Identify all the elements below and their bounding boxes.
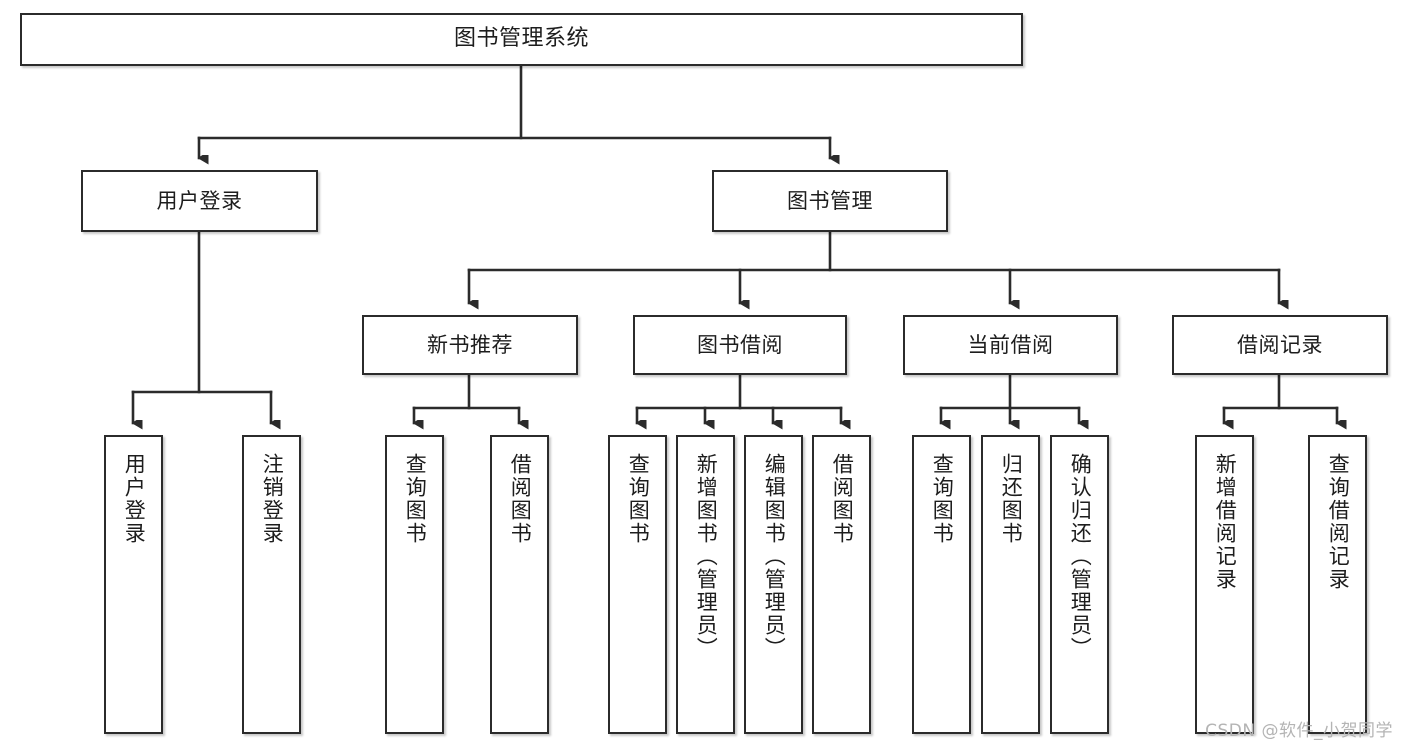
node-leaf-add-borrow-record[interactable]: 新增借阅记录	[1195, 435, 1254, 734]
node-label: 用户登录	[122, 453, 147, 545]
node-current-borrowing[interactable]: 当前借阅	[903, 315, 1118, 375]
node-leaf-edit-book-admin[interactable]: 编辑图书（管理员）	[744, 435, 803, 734]
node-book-borrowing[interactable]: 图书借阅	[633, 315, 847, 375]
node-leaf-borrow-book-newbook[interactable]: 借阅图书	[490, 435, 549, 734]
node-leaf-query-borrow-record[interactable]: 查询借阅记录	[1308, 435, 1367, 734]
node-label: 确认归还（管理员）	[1068, 453, 1093, 660]
node-leaf-query-book-borrowing[interactable]: 查询图书	[608, 435, 667, 734]
node-label: 新增借阅记录	[1213, 453, 1238, 591]
node-borrowing-record[interactable]: 借阅记录	[1172, 315, 1388, 375]
node-label: 新书推荐	[427, 332, 513, 357]
node-label: 图书管理	[787, 188, 873, 213]
node-label: 图书借阅	[697, 332, 783, 357]
node-leaf-query-book-newbook[interactable]: 查询图书	[385, 435, 444, 734]
node-user-login[interactable]: 用户登录	[81, 170, 318, 232]
node-label: 借阅记录	[1237, 332, 1323, 357]
node-label: 查询图书	[930, 453, 955, 545]
node-label: 归还图书	[999, 453, 1024, 545]
node-leaf-confirm-return-admin[interactable]: 确认归还（管理员）	[1050, 435, 1109, 734]
node-label: 当前借阅	[967, 332, 1054, 357]
node-label: 编辑图书（管理员）	[762, 453, 787, 660]
node-leaf-return-book[interactable]: 归还图书	[981, 435, 1040, 734]
node-label: 借阅图书	[830, 453, 855, 545]
node-label: 注销登录	[260, 453, 285, 545]
node-leaf-user-login[interactable]: 用户登录	[104, 435, 163, 734]
node-root-book-management-system[interactable]: 图书管理系统	[20, 13, 1023, 66]
node-leaf-borrow-book-borrowing[interactable]: 借阅图书	[812, 435, 871, 734]
node-label: 借阅图书	[508, 453, 533, 545]
node-label: 图书管理系统	[453, 26, 589, 52]
node-label: 查询图书	[403, 453, 428, 545]
node-book-management[interactable]: 图书管理	[712, 170, 948, 232]
node-leaf-query-book-current[interactable]: 查询图书	[912, 435, 971, 734]
node-leaf-logout[interactable]: 注销登录	[242, 435, 301, 734]
node-new-book-recommendation[interactable]: 新书推荐	[362, 315, 578, 375]
node-label: 新增图书（管理员）	[694, 453, 719, 660]
node-label: 查询借阅记录	[1326, 453, 1351, 591]
node-leaf-add-book-admin[interactable]: 新增图书（管理员）	[676, 435, 735, 734]
node-label: 用户登录	[156, 188, 243, 213]
node-label: 查询图书	[626, 453, 651, 545]
